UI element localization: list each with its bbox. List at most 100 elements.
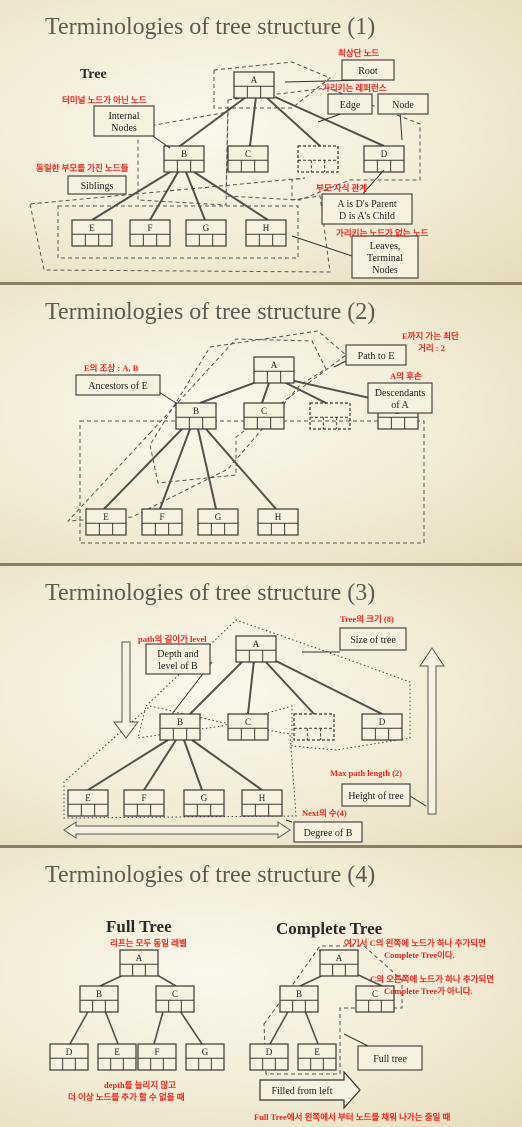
full-tree-pointer [343, 1033, 369, 1047]
full-fill-note: Full Tree에서 왼쪽에서 부터 노드를 채워 나가는 중일 때 [254, 1112, 450, 1122]
node-label: E [89, 223, 95, 233]
filled-from-left-arrow [259, 1070, 361, 1110]
node-label: D [379, 717, 386, 727]
tree-node: E [71, 219, 113, 247]
height-callout: Height of tree [348, 791, 404, 802]
tree-node: C [227, 145, 269, 173]
edge-callout-box [327, 93, 373, 115]
siblings-callout: Siblings [81, 181, 114, 192]
slide-title: Terminologies of tree structure (2) [45, 299, 376, 325]
node-label: D [266, 1047, 273, 1057]
tree-node: H [245, 219, 287, 247]
tree-heading: Tree [80, 67, 107, 82]
degree-arrow [63, 821, 291, 839]
slide-title: Terminologies of tree structure (4) [45, 862, 376, 888]
tree-node: B [79, 985, 119, 1013]
parent-callout-line2: D is A's Child [339, 211, 395, 222]
path-callout-box [345, 344, 407, 366]
degree-callout: Degree of B [304, 828, 353, 839]
node-label: F [159, 512, 164, 522]
tree-node: D [363, 145, 405, 173]
tree-node: D [49, 1043, 89, 1071]
node-label: C [245, 717, 251, 727]
node-label: C [172, 989, 178, 999]
tree-node: C [243, 402, 285, 430]
internal-nodes-group [137, 111, 229, 206]
non-terminal-note: 터미널 노드가 아닌 노드 [62, 95, 147, 105]
node-label: A [336, 953, 343, 963]
pointer-ref-note: 가리키는 레퍼런스 [322, 83, 387, 93]
depth-callout-line1: Depth and [157, 649, 198, 660]
full-tree-heading: Full Tree [106, 917, 172, 936]
tree-node: F [137, 1043, 177, 1071]
root-callout-box [341, 59, 395, 81]
node-label: H [275, 512, 282, 522]
node-label: A [136, 953, 143, 963]
internal-callout-box [93, 105, 155, 137]
slide-1: Terminologies of tree structure (1) A B C D… [0, 0, 522, 282]
tree-node: H [241, 789, 283, 817]
ancestor-note: E의 조상 : A, B [84, 363, 139, 373]
tree-node: B [159, 713, 201, 741]
node-label: C [245, 149, 251, 159]
edge-callout: Edge [340, 100, 361, 111]
path-level-note: path의 길이가 level [138, 634, 207, 644]
shortest-note-line2: 거리 : 2 [418, 343, 445, 353]
leaves-callout-line2: Terminal [367, 253, 403, 264]
tree-node: E [85, 508, 127, 536]
descendants-group [79, 420, 425, 544]
node-label: D [66, 1047, 73, 1057]
parent-child-note: 부모 자식 관계 [316, 183, 367, 193]
node-label: B [181, 149, 187, 159]
node-label: H [263, 223, 270, 233]
tree-node: H [257, 508, 299, 536]
parent-callout-line1: A is D's Parent [337, 199, 397, 210]
parent-child-group [225, 87, 421, 201]
node-label: G [201, 793, 208, 803]
depth-callout-box [145, 643, 211, 675]
depth-callout-line2: level of B [158, 661, 198, 672]
internal-callout-line1: Internal [108, 111, 139, 122]
height-callout-box [341, 783, 411, 807]
degree-group [63, 705, 297, 819]
node-label: B [193, 406, 199, 416]
slide-4: Terminologies of tree structure (4) Full… [0, 848, 522, 1127]
descendant-note: A의 후손 [390, 371, 422, 381]
ancestors-callout-box [75, 374, 161, 396]
tree-node: B [279, 985, 319, 1013]
edges [91, 96, 385, 221]
leaf-same-note: 리프는 모두 동일 레벨 [110, 938, 187, 948]
leaves-callout-line1: Leaves, [370, 241, 401, 252]
next-count-note: Next의 수(4) [302, 808, 347, 818]
depth-arrow [113, 641, 139, 739]
top-node-note: 최상단 노드 [338, 48, 379, 58]
internal-callout-line2: Nodes [111, 123, 137, 134]
tree-node: B [175, 402, 217, 430]
full-tree-group [263, 945, 403, 1075]
max-path-note: Max path length (2) [330, 768, 402, 778]
edges [103, 379, 393, 510]
node-label: C [372, 989, 378, 999]
ancestors-callout: Ancestors of E [88, 381, 147, 392]
tree-node: F [123, 789, 165, 817]
node-label: C [261, 406, 267, 416]
node-label: E [314, 1047, 320, 1057]
depth-note-line1: depth를 늘리지 않고 [104, 1080, 176, 1090]
node-label: D [381, 149, 388, 159]
tree-node: A [233, 71, 275, 99]
siblings-group [57, 205, 299, 259]
descendants-callout-box [367, 382, 433, 414]
tree-node: C [227, 713, 269, 741]
node-label: F [147, 223, 152, 233]
tree-node: A [235, 635, 277, 663]
node-label: F [154, 1047, 159, 1057]
tree-node: G [197, 508, 239, 536]
tree-node: A [119, 949, 159, 977]
node-label: G [202, 1047, 209, 1057]
parent-callout-box [321, 193, 413, 225]
node-label: A [253, 639, 260, 649]
slide-title: Terminologies of tree structure (1) [45, 14, 376, 40]
